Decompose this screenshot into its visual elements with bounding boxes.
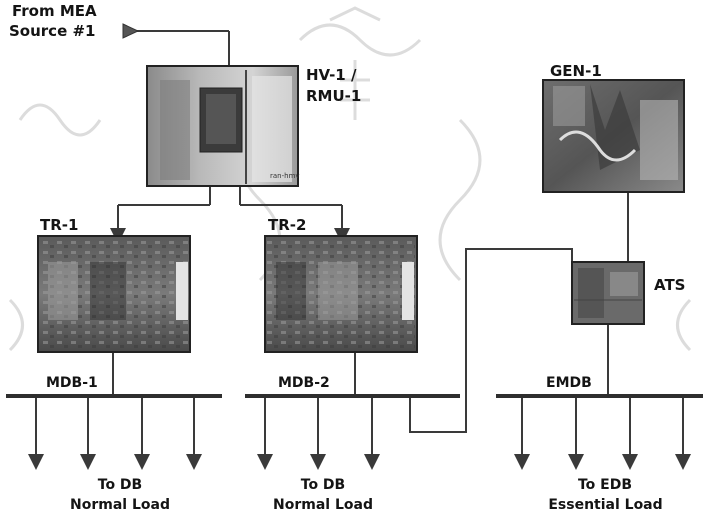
source-triangle-icon <box>123 24 138 38</box>
tr2-label: TR-2 <box>268 216 306 234</box>
hv-rmu-photo: ran-hmv <box>147 66 300 186</box>
load-label-3-line2: Essential Load <box>528 496 683 514</box>
ats-label: ATS <box>654 276 685 294</box>
gen-label: GEN-1 <box>550 62 602 80</box>
hv-label-line1: HV-1 / <box>306 66 356 84</box>
load-label-2-line2: Normal Load <box>253 496 393 514</box>
load-label-2-line1: To DB <box>253 476 393 494</box>
load-label-1-line1: To DB <box>50 476 190 494</box>
tr1-label: TR-1 <box>40 216 78 234</box>
hv-label-line2: RMU-1 <box>306 87 361 105</box>
hv-photo-caption: ran-hmv <box>270 172 300 180</box>
load-feeders <box>36 398 683 462</box>
source-label-line1: From MEA <box>12 2 97 20</box>
emdb-label: EMDB <box>546 375 592 392</box>
load-label-1-line2: Normal Load <box>50 496 190 514</box>
tr2-photo <box>265 236 417 352</box>
gen-photo <box>543 80 684 192</box>
source-label-line2: Source #1 <box>9 22 95 40</box>
mdb1-label: MDB-1 <box>46 375 98 392</box>
tr1-photo <box>38 236 190 352</box>
ats-photo <box>572 262 644 324</box>
mdb2-label: MDB-2 <box>278 375 330 392</box>
load-label-3-line1: To EDB <box>535 476 675 494</box>
